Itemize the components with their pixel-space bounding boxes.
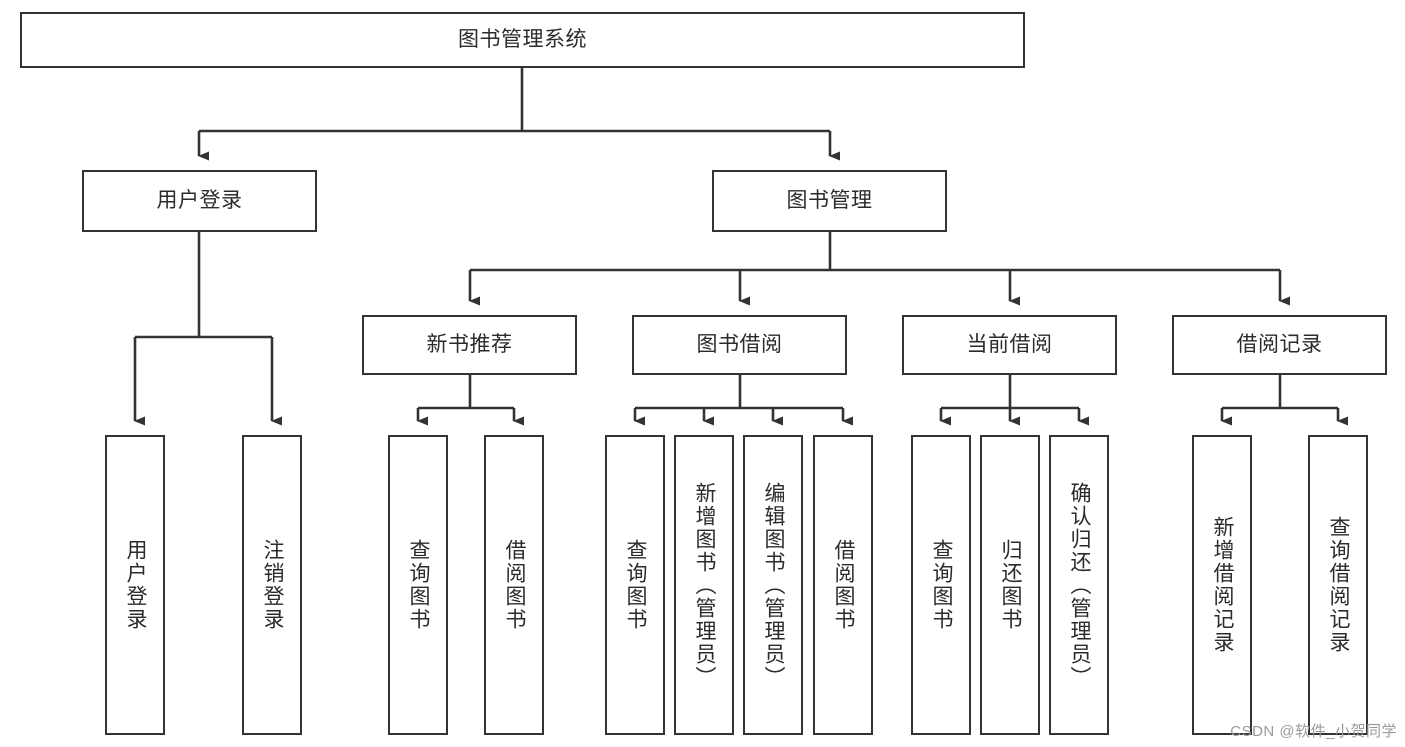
leaf-book-borrow-2[interactable]: 新增图书（管理员） (674, 435, 734, 735)
leaf-user-login-2-label: 注销登录 (261, 539, 285, 631)
leaf-new-book-1-label: 查询图书 (407, 539, 431, 631)
leaf-current-borrow-1[interactable]: 查询图书 (911, 435, 971, 735)
leaf-current-borrow-1-label: 查询图书 (930, 539, 954, 631)
leaf-book-borrow-3-label: 编辑图书（管理员） (762, 481, 786, 689)
leaf-book-borrow-3[interactable]: 编辑图书（管理员） (743, 435, 803, 735)
leaf-book-borrow-1[interactable]: 查询图书 (605, 435, 665, 735)
node-borrow-record[interactable]: 借阅记录 (1172, 315, 1387, 375)
watermark: CSDN @软件_小贺同学 (1230, 723, 1397, 740)
leaf-current-borrow-3[interactable]: 确认归还（管理员） (1049, 435, 1109, 735)
node-book-manage-label: 图书管理 (786, 188, 873, 212)
leaf-new-book-2-label: 借阅图书 (503, 539, 527, 631)
leaf-user-login-1-label: 用户登录 (124, 539, 148, 631)
leaf-new-book-1[interactable]: 查询图书 (388, 435, 448, 735)
node-current-borrow-label: 当前借阅 (966, 332, 1053, 356)
leaf-borrow-record-1-label: 新增借阅记录 (1211, 516, 1235, 654)
node-root[interactable]: 图书管理系统 (20, 12, 1025, 68)
leaf-book-borrow-2-label: 新增图书（管理员） (693, 481, 717, 689)
leaf-borrow-record-1[interactable]: 新增借阅记录 (1192, 435, 1252, 735)
node-book-borrow-label: 图书借阅 (696, 332, 783, 356)
leaf-borrow-record-2-label: 查询借阅记录 (1327, 516, 1351, 654)
leaf-current-borrow-2-label: 归还图书 (999, 539, 1023, 631)
leaf-user-login-1[interactable]: 用户登录 (105, 435, 165, 735)
leaf-book-borrow-1-label: 查询图书 (624, 539, 648, 631)
node-user-login-label: 用户登录 (156, 188, 243, 212)
node-new-book-recommend[interactable]: 新书推荐 (362, 315, 577, 375)
node-book-manage[interactable]: 图书管理 (712, 170, 947, 232)
node-new-book-recommend-label: 新书推荐 (426, 332, 513, 356)
leaf-book-borrow-4[interactable]: 借阅图书 (813, 435, 873, 735)
leaf-current-borrow-3-label: 确认归还（管理员） (1068, 481, 1092, 689)
leaf-current-borrow-2[interactable]: 归还图书 (980, 435, 1040, 735)
node-root-label: 图书管理系统 (458, 27, 587, 51)
leaf-user-login-2[interactable]: 注销登录 (242, 435, 302, 735)
leaf-borrow-record-2[interactable]: 查询借阅记录 (1308, 435, 1368, 735)
node-user-login[interactable]: 用户登录 (82, 170, 317, 232)
leaf-book-borrow-4-label: 借阅图书 (832, 539, 856, 631)
node-current-borrow[interactable]: 当前借阅 (902, 315, 1117, 375)
node-borrow-record-label: 借阅记录 (1236, 332, 1323, 356)
node-book-borrow[interactable]: 图书借阅 (632, 315, 847, 375)
leaf-new-book-2[interactable]: 借阅图书 (484, 435, 544, 735)
